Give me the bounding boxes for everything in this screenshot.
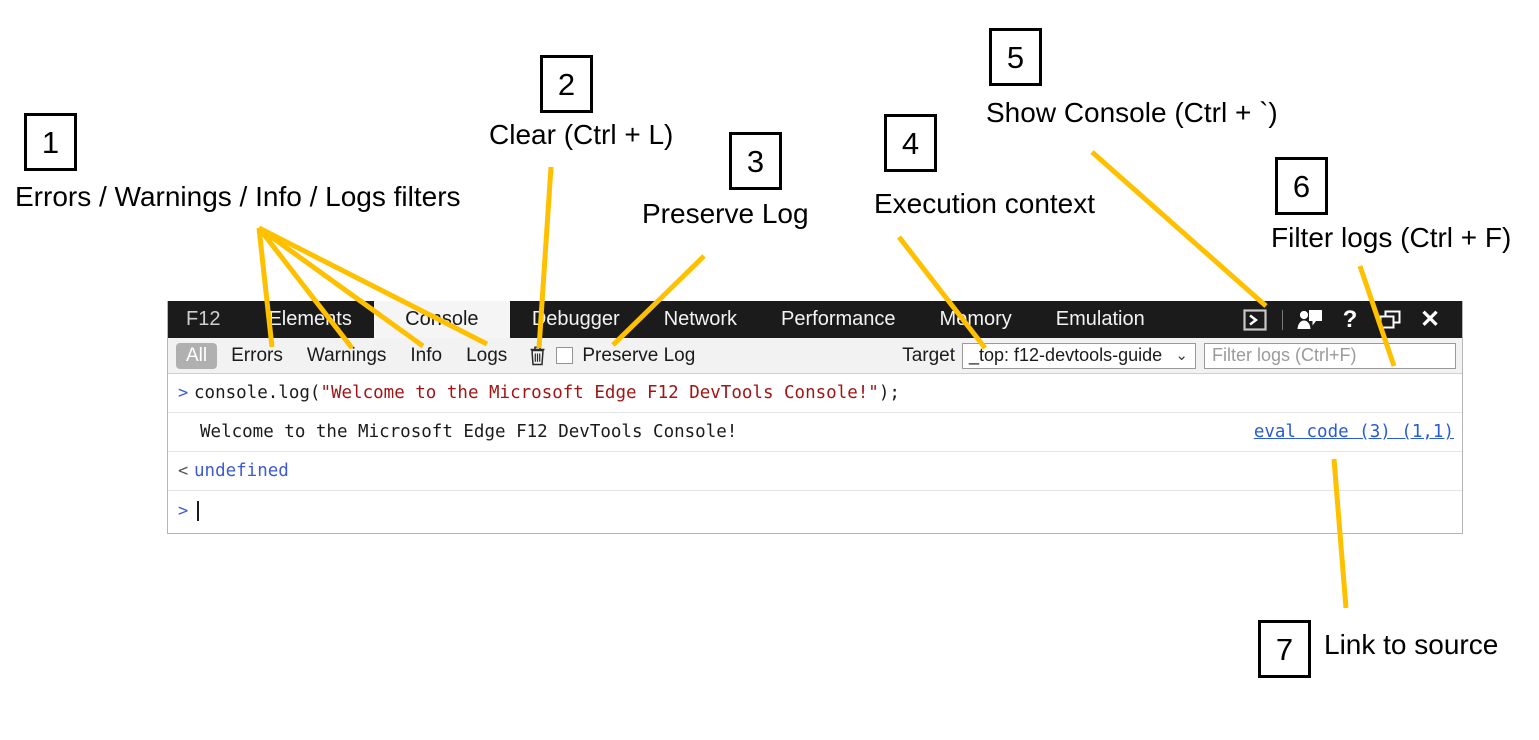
command-prefix: console.log( xyxy=(194,383,321,403)
console-message-text: Welcome to the Microsoft Edge F12 DevToo… xyxy=(200,422,738,442)
console-return-value: undefined xyxy=(194,461,289,481)
filter-info-button[interactable]: Info xyxy=(410,344,443,366)
console-command: console.log("Welcome to the Microsoft Ed… xyxy=(194,383,900,403)
callout-number-7: 7 xyxy=(1258,620,1311,678)
command-string-literal: "Welcome to the Microsoft Edge F12 DevTo… xyxy=(320,383,879,403)
prompt-chevron-icon: > xyxy=(178,500,189,521)
callout-number-5: 5 xyxy=(989,28,1042,86)
tab-debugger[interactable]: Debugger xyxy=(531,308,620,330)
callout-number-6: 6 xyxy=(1275,157,1328,215)
execution-context-value: _top: f12-devtools-guide xyxy=(969,345,1163,365)
tab-f12[interactable]: F12 xyxy=(186,308,221,330)
preserve-log-checkbox[interactable] xyxy=(556,347,574,364)
trash-icon[interactable] xyxy=(529,345,546,366)
command-suffix: ); xyxy=(878,383,900,403)
help-icon[interactable]: ? xyxy=(1342,305,1358,333)
preserve-log-label: Preserve Log xyxy=(582,344,696,366)
callout-number-1: 1 xyxy=(24,113,77,171)
tab-elements[interactable]: Elements xyxy=(268,308,352,330)
tab-network[interactable]: Network xyxy=(663,308,738,330)
callout-label-2: Clear (Ctrl + L) xyxy=(489,119,674,150)
callout-number-3: 3 xyxy=(729,132,782,190)
filter-logs-button[interactable]: Logs xyxy=(466,344,508,366)
devtools-tabstrip: F12 Elements Console Debugger Network Pe… xyxy=(168,301,1462,338)
toolbar-divider xyxy=(1282,309,1283,330)
devtools-window: F12 Elements Console Debugger Network Pe… xyxy=(167,301,1463,534)
tab-emulation[interactable]: Emulation xyxy=(1055,308,1145,330)
callout-label-4: Execution context xyxy=(874,188,1096,219)
callout-label-7: Link to source xyxy=(1324,629,1499,660)
callout-label-6: Filter logs (Ctrl + F) xyxy=(1271,222,1512,253)
input-chevron-icon: > xyxy=(178,383,189,403)
callout-label-5: Show Console (Ctrl + `) xyxy=(986,97,1278,128)
console-input-row: > console.log("Welcome to the Microsoft … xyxy=(168,374,1462,413)
tabstrip-spacer xyxy=(1167,301,1235,338)
console-prompt-row[interactable]: > xyxy=(168,491,1462,530)
filter-warnings-button[interactable]: Warnings xyxy=(306,344,387,366)
chevron-down-icon: ⌄ xyxy=(1175,347,1188,364)
filter-logs-input[interactable]: Filter logs (Ctrl+F) xyxy=(1204,342,1456,369)
filter-all-button[interactable]: All xyxy=(176,342,218,369)
filter-errors-button[interactable]: Errors xyxy=(231,344,283,366)
show-console-icon[interactable] xyxy=(1235,301,1275,338)
tab-performance[interactable]: Performance xyxy=(781,308,896,330)
console-output-area: > console.log("Welcome to the Microsoft … xyxy=(168,374,1462,530)
close-icon[interactable]: ✕ xyxy=(1419,306,1441,333)
callout-label-1: Errors / Warnings / Info / Logs filters xyxy=(15,181,461,212)
console-message-row: Welcome to the Microsoft Edge F12 DevToo… xyxy=(168,413,1462,452)
output-chevron-icon: < xyxy=(178,461,189,481)
tab-memory[interactable]: Memory xyxy=(939,308,1012,330)
devtools-window-controls: ? ✕ xyxy=(1235,301,1462,338)
text-caret xyxy=(197,500,199,521)
console-filter-bar: All Errors Warnings Info Logs Preserve L… xyxy=(168,338,1462,374)
target-label: Target xyxy=(902,344,955,366)
send-feedback-icon[interactable] xyxy=(1290,301,1330,338)
dock-undock-icon[interactable] xyxy=(1370,301,1410,338)
callout-number-2: 2 xyxy=(540,55,593,113)
execution-context-select[interactable]: _top: f12-devtools-guide ⌄ xyxy=(962,342,1196,369)
preserve-log-control[interactable]: Preserve Log xyxy=(556,345,695,367)
callout-label-3: Preserve Log xyxy=(642,198,809,229)
source-link[interactable]: eval code (3) (1,1) xyxy=(1253,422,1454,442)
callout-number-4: 4 xyxy=(884,114,937,172)
console-result-row: < undefined xyxy=(168,452,1462,491)
tab-console[interactable]: Console xyxy=(373,301,510,338)
